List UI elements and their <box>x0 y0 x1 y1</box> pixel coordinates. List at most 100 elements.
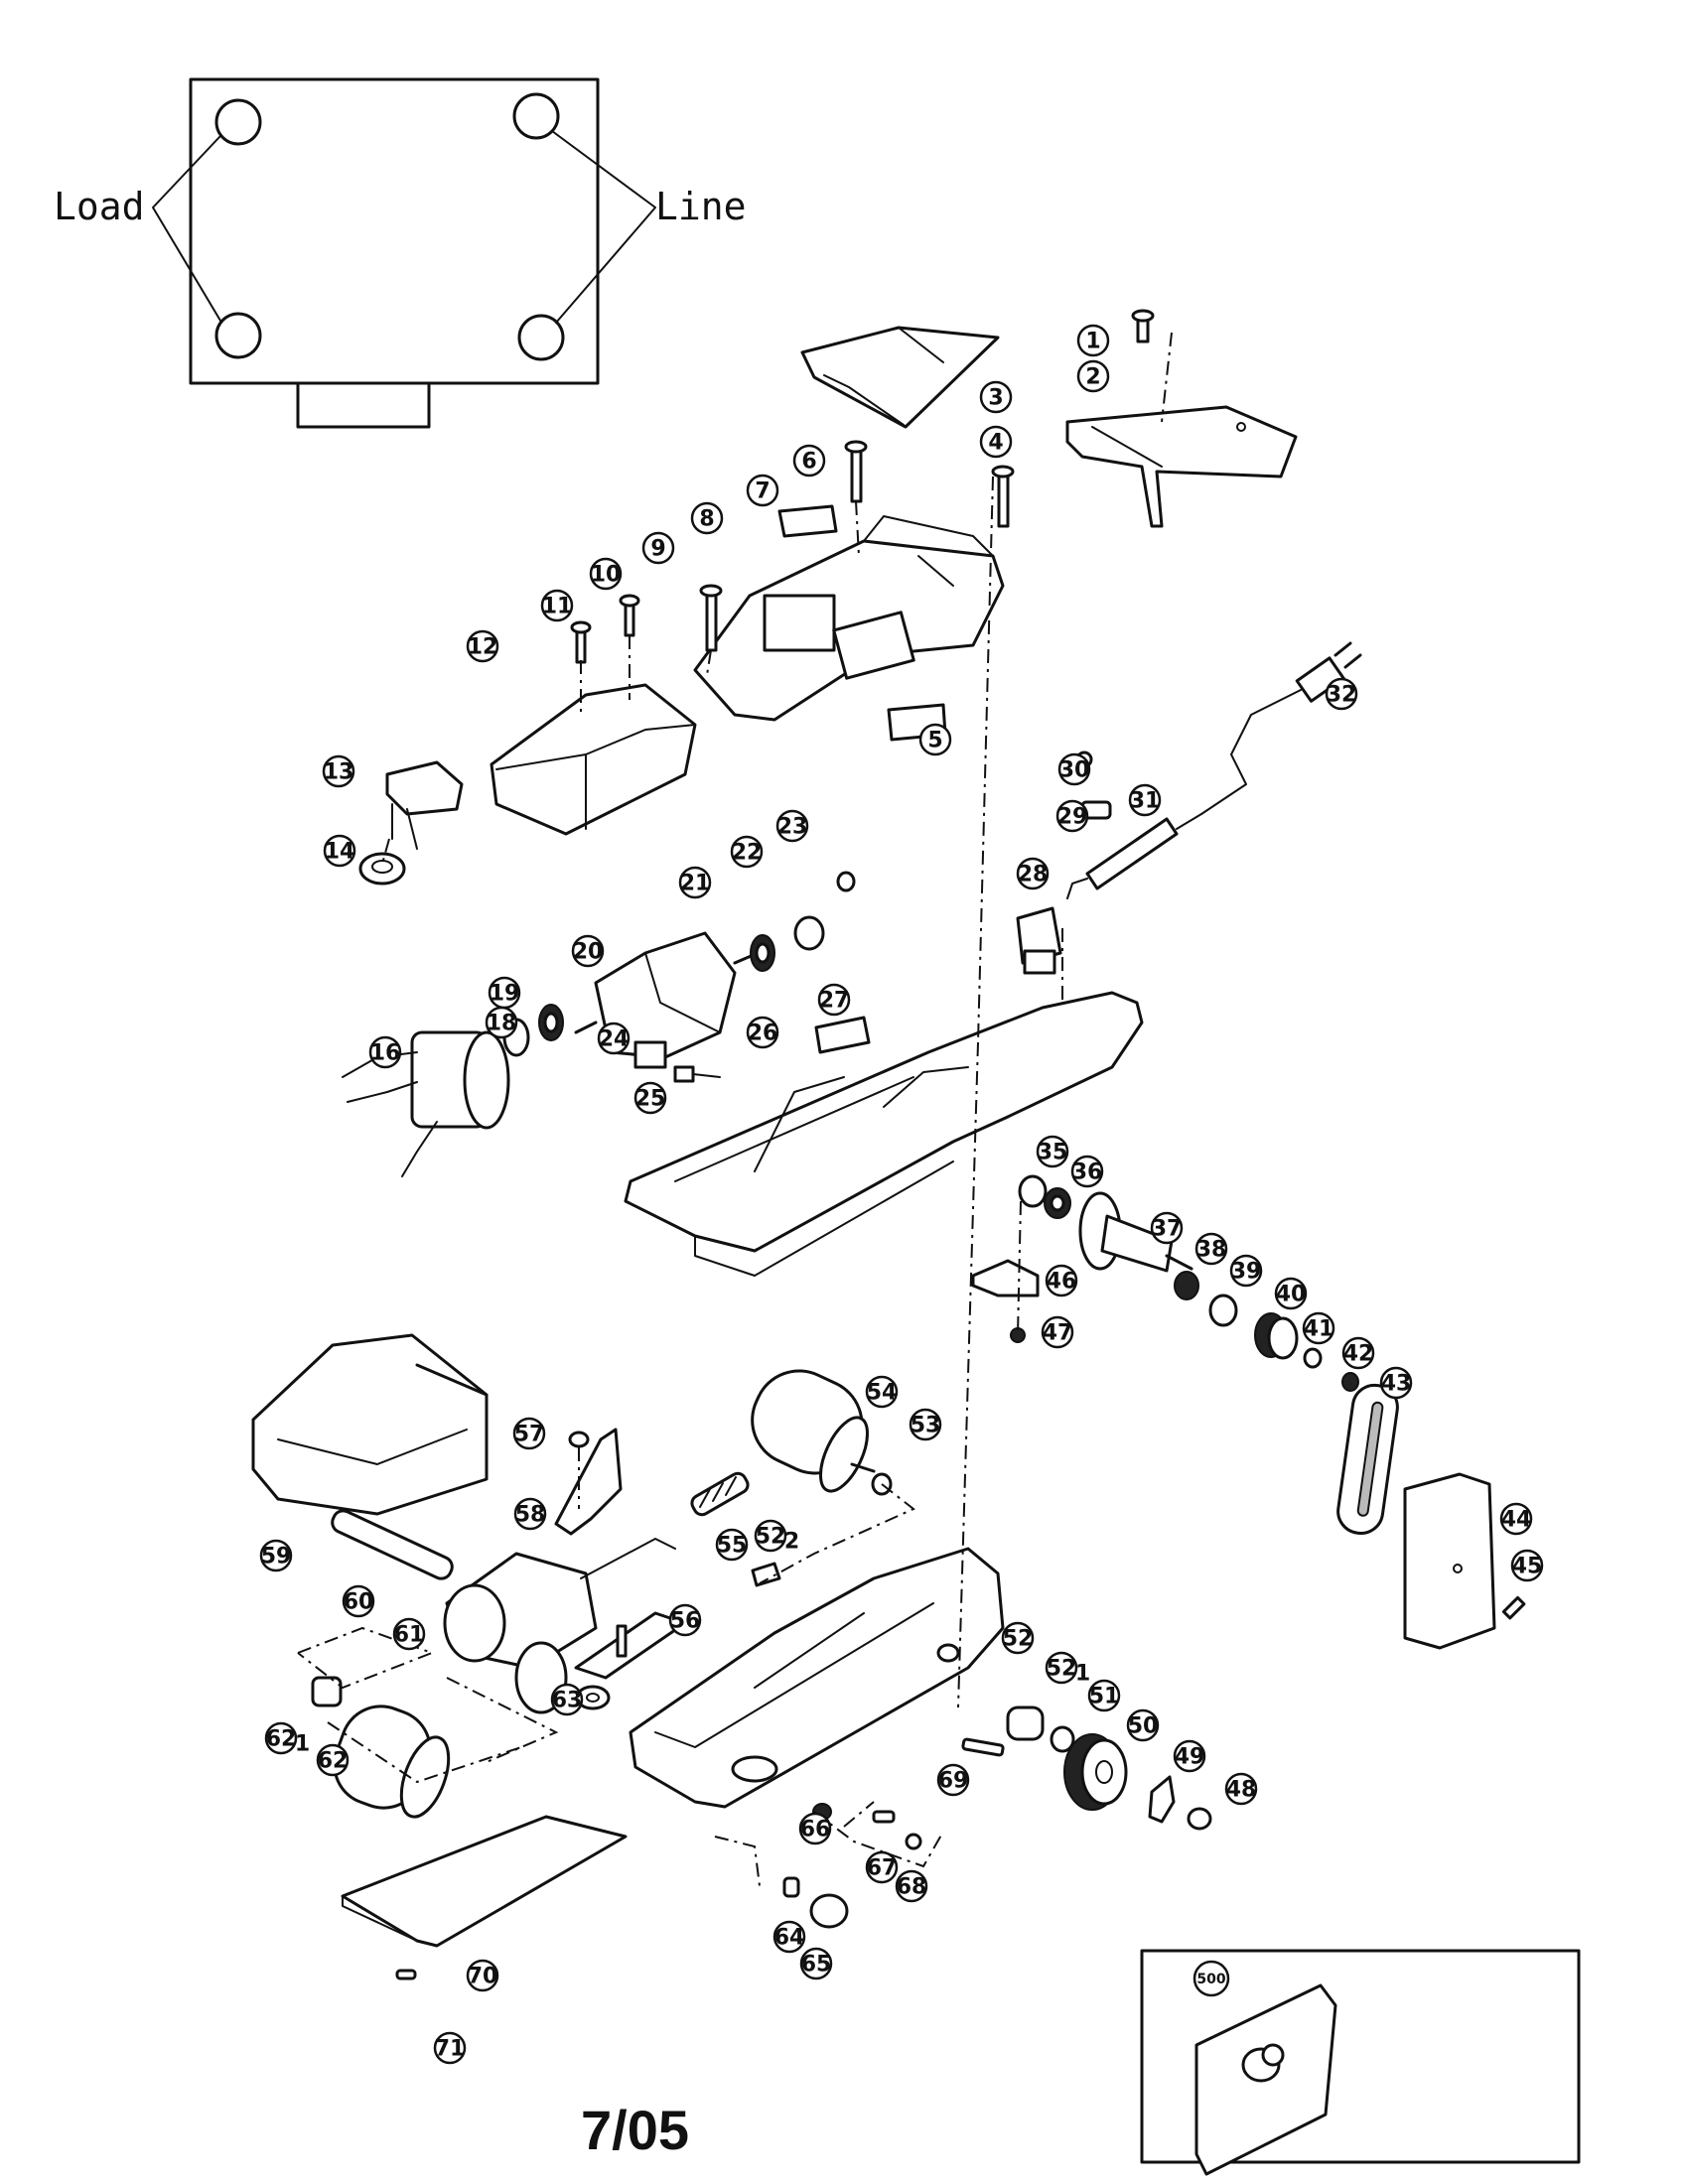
callout-circle <box>865 1850 899 1884</box>
screw-56 <box>616 1624 628 1658</box>
callout-circle <box>772 1920 806 1954</box>
callout-number: 32 <box>1327 683 1357 708</box>
callout-circle <box>1341 1336 1375 1370</box>
callout-number: 37 <box>1152 1217 1183 1242</box>
callout-number: 3 <box>988 386 1003 411</box>
callout-number: 12 <box>468 635 498 660</box>
callout-8: 8 <box>690 501 724 535</box>
callout-circle <box>1126 1708 1160 1742</box>
callout-circle <box>1194 1232 1228 1266</box>
callout-number: 2 <box>1085 365 1100 390</box>
callout-number: 55 <box>717 1534 748 1559</box>
upper-housing <box>693 515 1005 722</box>
callout-14: 14 <box>323 834 356 868</box>
switch-cover <box>490 683 697 836</box>
callout-28: 28 <box>1016 857 1050 890</box>
callout-circle <box>1499 1502 1533 1536</box>
callout-58: 58 <box>513 1497 547 1531</box>
nut-14 <box>358 852 406 886</box>
callout-circle <box>746 1016 779 1049</box>
callout-circle <box>746 474 779 507</box>
callout-52: 52 <box>1001 1621 1035 1655</box>
callout-number: 43 <box>1381 1372 1412 1397</box>
callout-circle <box>799 1947 833 1980</box>
callout-circle <box>1173 1739 1206 1773</box>
callout-circle <box>1016 857 1050 890</box>
callout-circle <box>1076 324 1110 357</box>
main-housing <box>624 991 1144 1277</box>
callout-500: 500 <box>1193 1960 1230 1997</box>
callout-circle <box>597 1022 631 1055</box>
callout-circle <box>895 1869 928 1903</box>
callout-circle <box>259 1539 293 1572</box>
spring-55 <box>690 1471 750 1517</box>
callout-26: 26 <box>746 1016 779 1049</box>
callout-55: 55 <box>715 1528 749 1562</box>
callout-circle <box>1087 1679 1121 1712</box>
callout-67: 67 <box>865 1850 899 1884</box>
callout-circle <box>368 1035 402 1069</box>
callout-24: 24 <box>597 1022 631 1055</box>
callout-number: 36 <box>1072 1160 1103 1185</box>
nut-48 <box>1187 1807 1212 1831</box>
callout-number: 44 <box>1501 1508 1532 1533</box>
field-coil <box>342 1030 510 1177</box>
callout-circle <box>1128 783 1162 817</box>
callout-circle <box>392 1617 426 1651</box>
callout-32: 32 <box>1325 677 1358 711</box>
callout-number: 26 <box>748 1022 778 1046</box>
callout-circle <box>1193 1960 1230 1997</box>
top-cover <box>800 326 1000 429</box>
callout-36: 36 <box>1070 1155 1104 1188</box>
callout-circle <box>1036 1135 1069 1168</box>
callout-23: 23 <box>775 809 809 843</box>
callout-number: 64 <box>774 1926 805 1951</box>
plug-32 <box>1176 641 1362 830</box>
callout-number: 19 <box>490 982 520 1007</box>
callout-48: 48 <box>1224 1772 1258 1806</box>
callout-number: 63 <box>552 1689 583 1713</box>
callout-6: 6 <box>792 444 826 478</box>
callout-38: 38 <box>1194 1232 1228 1266</box>
callout-2: 2 <box>1076 359 1110 393</box>
callout-circle <box>1274 1277 1308 1310</box>
callout-number: 61 <box>394 1623 425 1648</box>
pulley-40 <box>1254 1312 1299 1360</box>
callout-circle <box>1055 799 1089 833</box>
callout-number: 16 <box>370 1041 401 1066</box>
callout-circle <box>690 501 724 535</box>
callout-number: 28 <box>1018 863 1049 887</box>
callout-61: 61 <box>392 1617 426 1651</box>
load-label: Load <box>54 185 145 228</box>
cord-31 <box>1066 817 1179 899</box>
callout-number: 56 <box>670 1609 701 1634</box>
callout-number: 62 <box>318 1749 349 1774</box>
callout-41: 41 <box>1302 1311 1335 1345</box>
plate-49 <box>1148 1775 1176 1824</box>
leader-lines <box>297 332 1173 1887</box>
idler-roller-62 <box>333 1705 451 1819</box>
callout-3: 3 <box>979 380 1013 414</box>
callout-number: 47 <box>1043 1321 1073 1346</box>
callout-number: 24 <box>599 1027 630 1052</box>
callout-7: 7 <box>746 474 779 507</box>
callout-29: 29 <box>1055 799 1089 833</box>
callout-circle <box>1045 1651 1078 1685</box>
callout-circle <box>641 531 675 565</box>
callout-number: 18 <box>487 1012 517 1036</box>
screw-67 <box>872 1810 896 1824</box>
callout-40: 40 <box>1274 1277 1308 1310</box>
washer-68 <box>905 1833 922 1850</box>
washer-57 <box>568 1431 590 1448</box>
callout-circle <box>633 1081 667 1115</box>
callout-number: 46 <box>1047 1270 1077 1295</box>
callout-53: 53 <box>909 1408 942 1441</box>
callout-number: 50 <box>1128 1714 1159 1739</box>
callout-circle <box>1070 1155 1104 1188</box>
brush-holder-28 <box>1016 906 1062 975</box>
callout-circle <box>865 1375 899 1409</box>
callout-62: 62 <box>316 1743 350 1777</box>
callout-number: 62 <box>266 1727 297 1752</box>
callout-63: 63 <box>550 1683 584 1716</box>
callout-number: 42 <box>1343 1342 1374 1367</box>
